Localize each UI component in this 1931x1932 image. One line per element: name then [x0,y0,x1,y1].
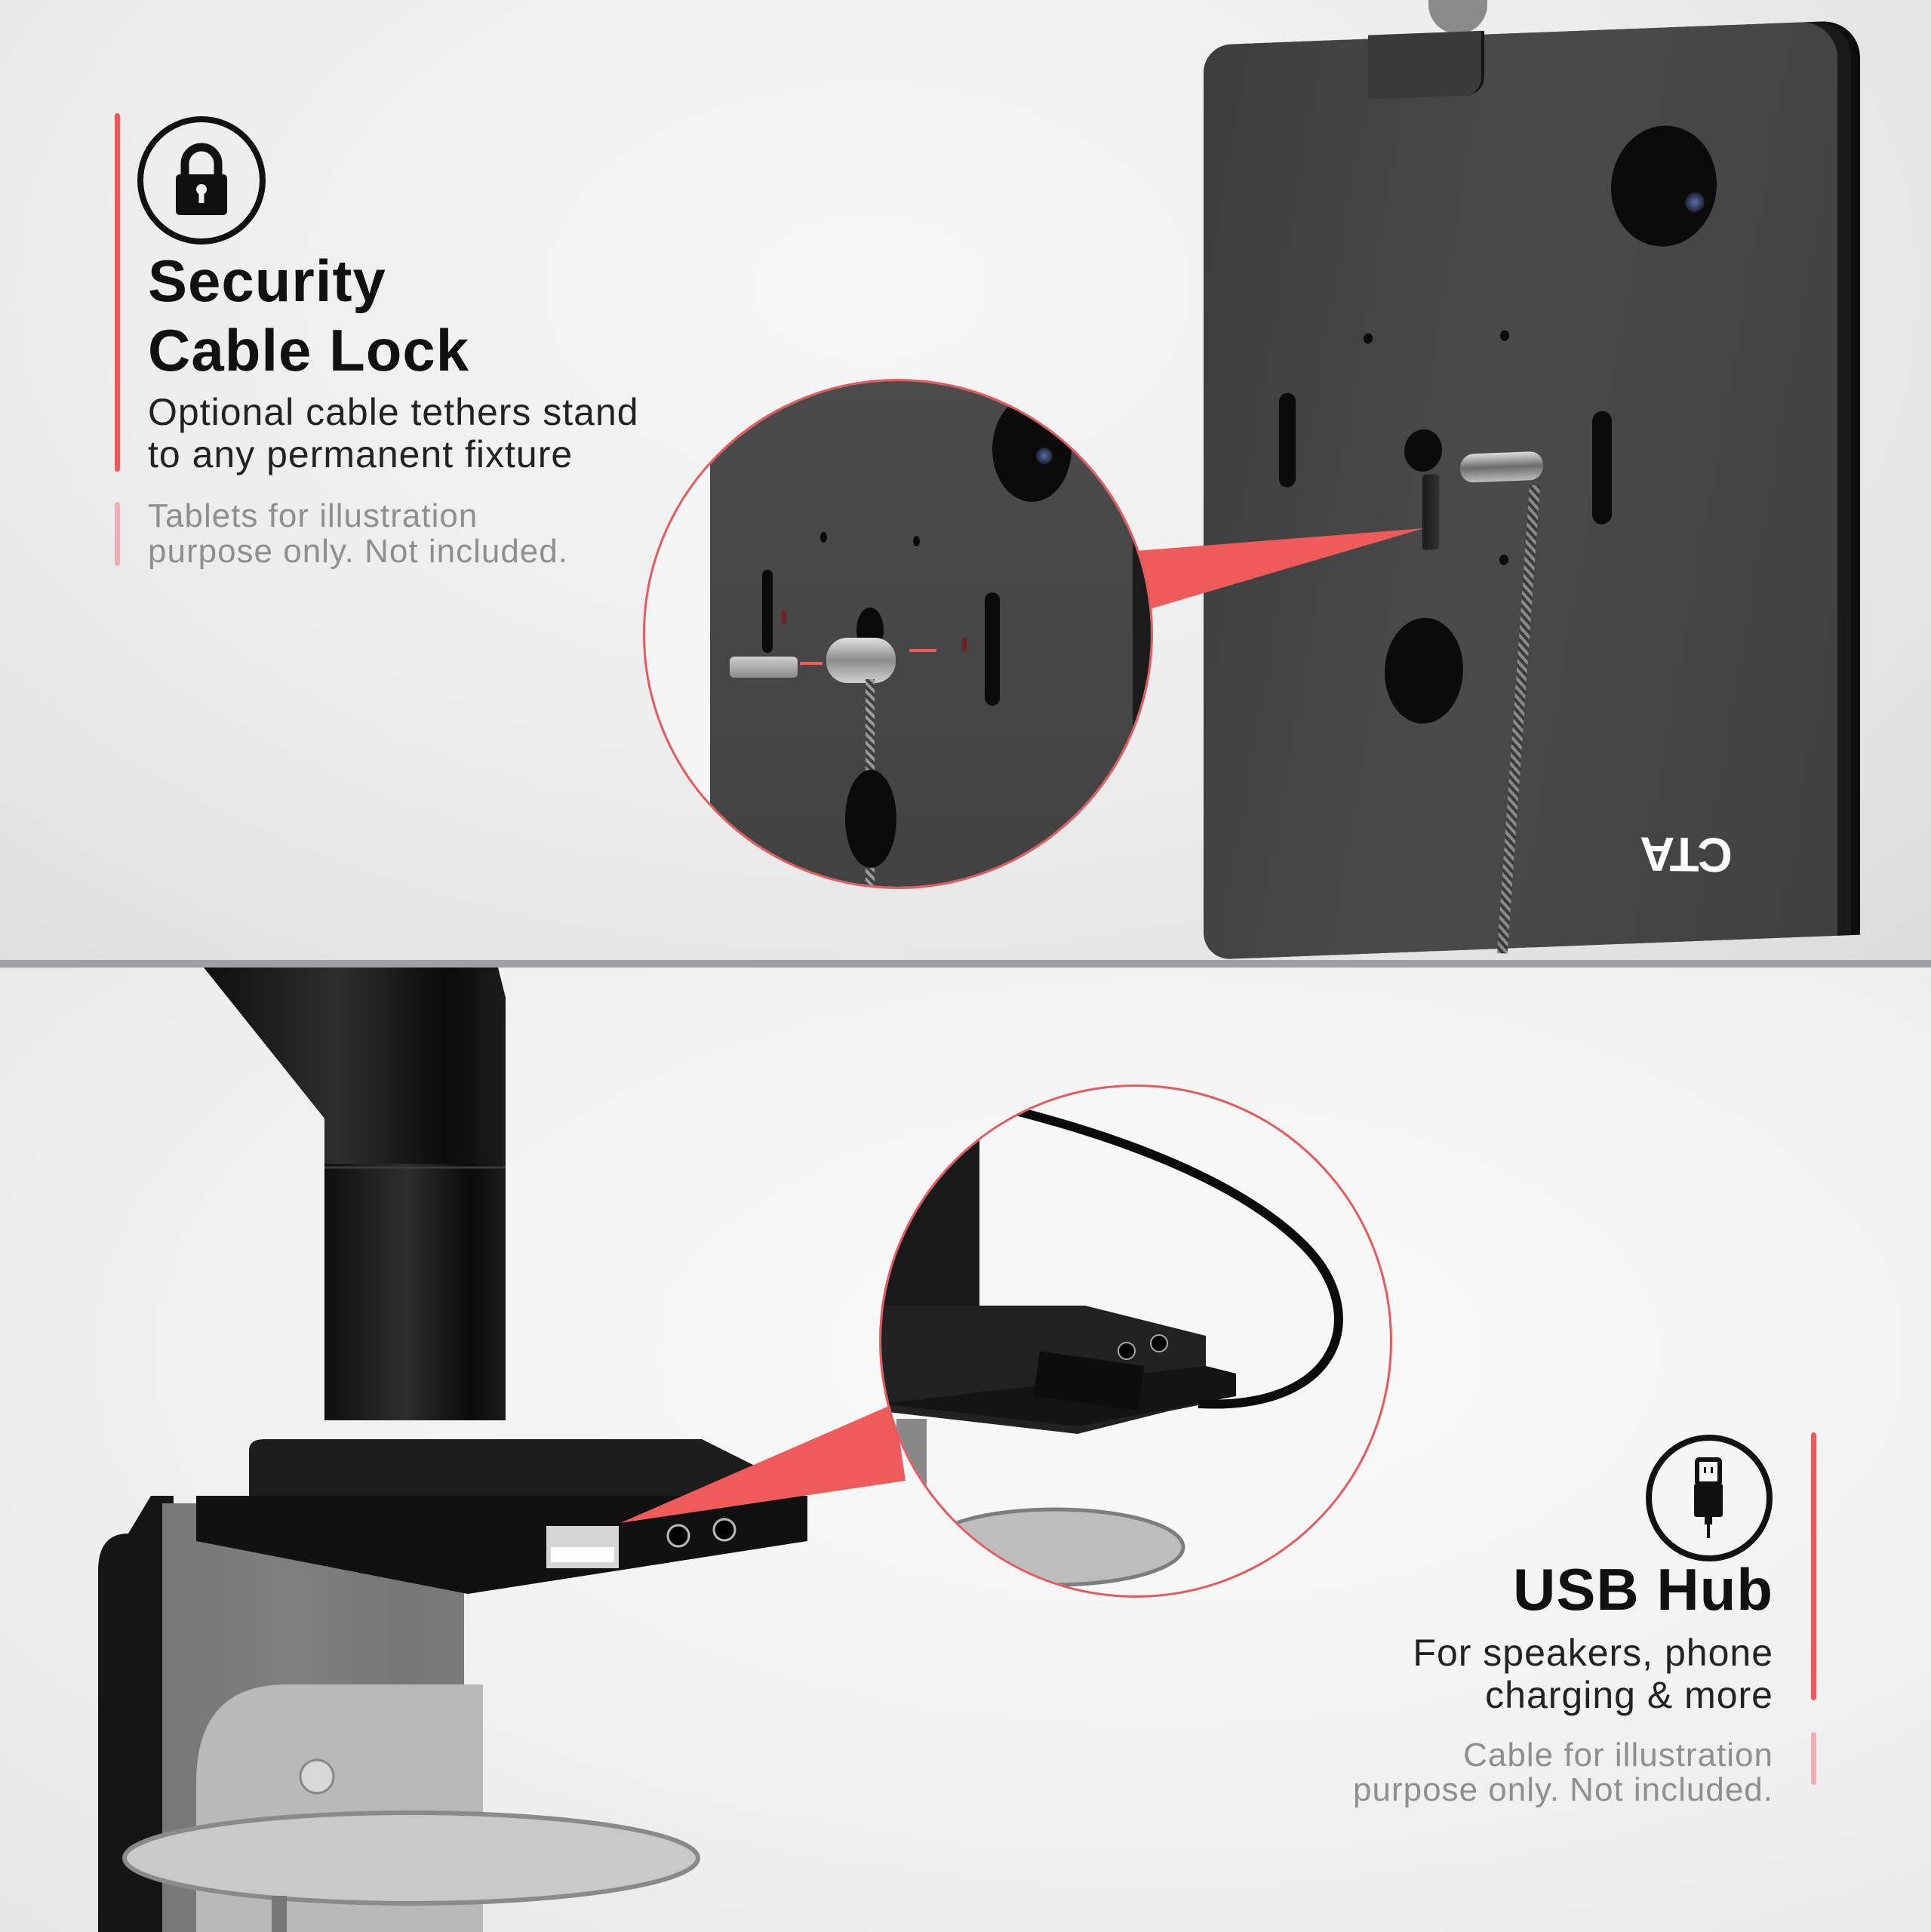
camera-lens [1036,448,1053,464]
feature-description-line1: For speakers, phone [1413,1632,1773,1674]
accent-bar [115,113,120,472]
lock-icon [137,116,266,245]
zoom-beam-bottom [620,1404,906,1523]
arrow-insert [800,662,823,665]
feature-description-line1: Optional cable tethers stand [148,391,639,433]
feature-description-line2: to any permanent fixture [148,433,573,475]
feature-title-line2: Cable Lock [148,317,470,383]
note-accent-bar [115,502,120,566]
lock-head [826,638,896,683]
zoom-beam-top [1136,528,1424,610]
monitor-arm [98,968,807,1932]
usb-feature-block: USB Hub For speakers, phone charging & m… [1283,1419,1856,1841]
usb-plug-icon [1646,1435,1773,1561]
disclaimer-line2: purpose only. Not included. [148,533,568,570]
section-divider [0,960,1931,968]
disclaimer-line1: Cable for illustration [1463,1737,1773,1774]
accent-bar [1811,1432,1816,1700]
lock-key [730,657,798,678]
feature-title: USB Hub [1513,1556,1773,1623]
left-slot [762,570,773,653]
magnifier-usb-detail [879,1084,1392,1598]
right-slot [985,592,1000,706]
lock-slot-marker [962,638,967,651]
lock-slot-marker [782,610,786,623]
disclaimer-line1: Tablets for illustration [148,497,478,534]
magnified-panel [710,381,1151,887]
magnified-camera-cutout [992,396,1072,502]
note-accent-bar [1811,1732,1816,1785]
disclaimer-line2: purpose only. Not included. [1353,1771,1773,1808]
feature-title-line1: Security [148,248,386,314]
mount-hole [820,532,827,543]
magnified-usb-hub [881,1087,1343,1587]
arrow-target [909,649,936,652]
security-feature-block: Security Cable Lock Optional cable tethe… [0,0,755,604]
feature-description-line2: charging & more [1485,1674,1773,1716]
mount-hole [913,536,920,546]
cable-cutout [845,770,896,868]
magnifier-lock-detail [643,379,1153,889]
